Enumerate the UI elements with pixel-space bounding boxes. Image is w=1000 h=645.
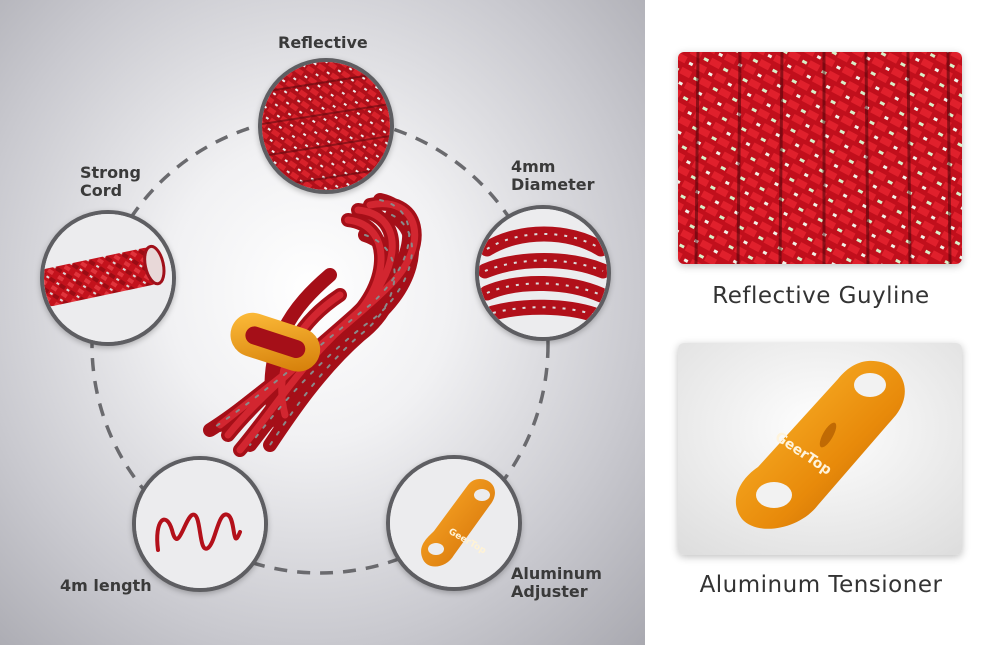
diameter-line1: 4mm xyxy=(511,157,556,176)
adjuster-detail-image: GeerTop xyxy=(386,455,522,591)
adjuster-line1: Aluminum xyxy=(511,564,602,583)
dashed-connector-ring xyxy=(90,115,550,575)
adjuster-line2: Adjuster xyxy=(511,582,588,601)
feature-panel: Reflective Strong Cord xyxy=(0,0,645,645)
feature-label-diameter: 4mm Diameter xyxy=(511,158,594,194)
caption-reflective-guyline: Reflective Guyline xyxy=(712,283,930,309)
reflective-detail-image xyxy=(258,58,394,194)
feature-label-reflective: Reflective xyxy=(278,33,368,52)
feature-label-adjuster: Aluminum Adjuster xyxy=(511,565,602,601)
diameter-detail-image xyxy=(475,205,611,341)
diameter-line2: Diameter xyxy=(511,175,595,194)
caption-aluminum-tensioner: Aluminum Tensioner xyxy=(699,572,943,598)
feature-label-length: 4m length xyxy=(60,576,152,595)
strong-cord-line1: Strong xyxy=(80,163,141,182)
aluminum-tensioner-image: GeerTop xyxy=(678,343,962,555)
strong-cord-line2: Cord xyxy=(80,181,123,200)
strong-cord-detail-image xyxy=(40,210,176,346)
rope-coil-image xyxy=(203,193,422,457)
feature-label-strong-cord: Strong Cord xyxy=(80,164,141,200)
reflective-guyline-image xyxy=(678,52,962,264)
length-detail-image xyxy=(132,456,268,592)
